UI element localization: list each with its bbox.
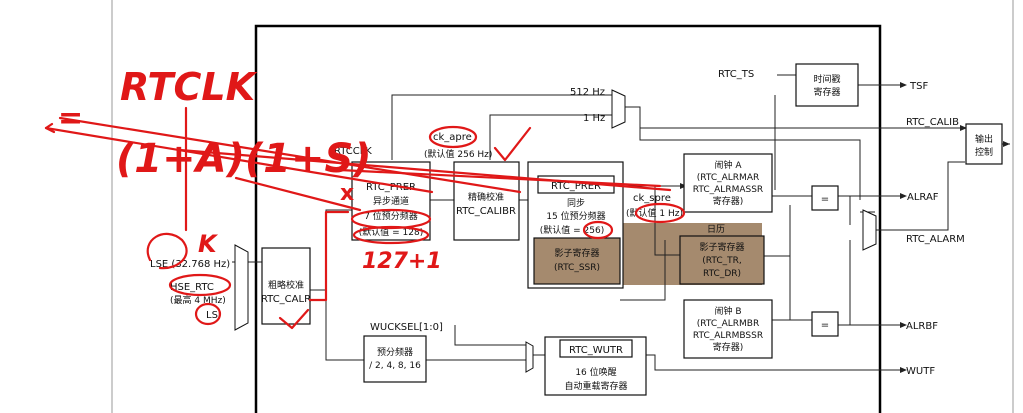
- lsi-label: LSI: [206, 310, 221, 321]
- hse-label: HSE_RTC: [170, 282, 214, 293]
- shadow-ssr-line1: 影子寄存器: [554, 247, 599, 259]
- eq-box-a: [811, 185, 839, 211]
- circle-hse: [168, 273, 232, 297]
- annotation-127-1: 127+1: [362, 249, 442, 274]
- wutf-label: WUTF: [906, 366, 935, 377]
- alarm-b-line3: RTC_ALRMBSSR: [693, 331, 763, 341]
- red-line-2: [44, 126, 434, 194]
- rtc-wutr-title-box: [559, 339, 633, 358]
- timestamp-reg-line2: 寄存器: [813, 86, 840, 98]
- shadow-ssr-line2: (RTC_SSR): [554, 263, 600, 273]
- shadow-tr-box: [679, 235, 765, 285]
- ck-spre-default: (默认值 1 Hz): [626, 207, 683, 219]
- output-ctrl-line1: 输出: [975, 133, 993, 145]
- red-line-4: [338, 168, 662, 188]
- wakeup-line2: 自动重载寄存器: [564, 380, 627, 392]
- prediv-box: [363, 335, 427, 383]
- calendar-label: 日历: [707, 224, 725, 235]
- coarse-calib-line2: RTC_CALR: [261, 294, 311, 305]
- prer-sync-line4: (默认值 = 256): [540, 224, 604, 236]
- timestamp-reg-line1: 时间戳: [813, 73, 840, 85]
- prer-async-line4: (默认值 = 128): [359, 226, 423, 238]
- mux-512hz-1hz: [611, 89, 626, 129]
- prer-async-line1: RTC_PRER: [366, 182, 416, 193]
- wucksel-label: WUCKSEL[1:0]: [370, 322, 443, 333]
- alarm-b-box: [683, 299, 773, 359]
- wakeup-line1: 16 位唤醒: [575, 366, 616, 378]
- alarm-b-line1: 闹钟 B: [714, 305, 741, 317]
- red-path-calr: [308, 210, 350, 302]
- ck-apre-default: (默认值 256 Hz): [424, 148, 492, 160]
- alraf-label: ALRAF: [907, 192, 939, 203]
- shadow-tr-line1: 影子寄存器: [699, 241, 744, 253]
- output-ctrl-box: [965, 123, 1003, 165]
- circle-256: [582, 220, 614, 240]
- prer-async-line2: 异步通道: [373, 195, 409, 207]
- rtc-calib-label: RTC_CALIB: [906, 117, 959, 128]
- wakeup-mux: [525, 341, 534, 373]
- circle-lsi: [194, 302, 222, 326]
- coarse-calib-line1: 粗略校准: [268, 279, 304, 291]
- alarm-b-line4: 寄存器): [713, 341, 744, 353]
- prer-async-line3: 7 位预分频器: [364, 210, 418, 222]
- red-line-1: [58, 116, 522, 194]
- tsf-label: TSF: [909, 81, 928, 92]
- prer-sync-line1: RTC_PRER: [551, 181, 601, 192]
- alarm-a-line4: 寄存器): [713, 195, 744, 207]
- alarm-a-box: [683, 153, 773, 213]
- alarm-b-line2: (RTC_ALRMBR: [697, 319, 759, 329]
- rtcclk-label: RTCCLK: [334, 146, 372, 157]
- circle-default128: [352, 225, 430, 245]
- wires: [232, 74, 965, 371]
- eq-b-label: =: [821, 320, 829, 331]
- output-ctrl-line2: 控制: [975, 146, 993, 158]
- coarse-calib-box: [261, 247, 311, 325]
- annotation-x: x: [340, 181, 354, 206]
- 1hz-label: 1 Hz: [583, 113, 605, 124]
- prediv-line1: 预分频器: [377, 346, 413, 358]
- red-arrowhead-left: [44, 122, 56, 134]
- prer-sync-line2: 同步: [567, 198, 585, 209]
- alarm-a-line1: 闹钟 A: [714, 159, 742, 171]
- alarm-mux: [862, 209, 877, 251]
- hse-max-label: (最高 4 MHz): [170, 294, 226, 306]
- clock-mux: [234, 244, 249, 331]
- shadow-tr-line3: RTC_DR): [703, 269, 741, 279]
- lse-label: LSE (32.768 Hz): [150, 259, 230, 270]
- circle-lse: [146, 232, 188, 270]
- circle-1hz: [634, 202, 686, 224]
- alrbf-label: ALRBF: [906, 321, 938, 332]
- eq-a-label: =: [821, 194, 829, 205]
- alarm-a-line3: RTC_ALRMASSR: [693, 185, 763, 195]
- alarm-a-line2: (RTC_ALRMAR: [697, 173, 759, 183]
- prediv-line2: / 2, 4, 8, 16: [369, 361, 421, 371]
- 512hz-label: 512 Hz: [570, 87, 605, 98]
- annotation-k: K: [198, 230, 219, 258]
- prer-sync-line3: 15 位预分频器: [546, 210, 605, 222]
- rtc-wutr-label: RTC_WUTR: [569, 345, 623, 356]
- red-check-2: [278, 308, 310, 330]
- eq-box-b: [811, 311, 839, 337]
- fine-calib-line1: 精确校准: [468, 191, 504, 203]
- rtc-ts-label: RTC_TS: [718, 69, 754, 80]
- red-line-5: [234, 176, 362, 212]
- annotation-rtclk: RTCLK: [120, 65, 258, 109]
- red-annotations: RTCLK = (1+A)(1+S) K x 127+1: [44, 65, 686, 330]
- red-check-1: [493, 126, 532, 162]
- outer-frame: [254, 24, 882, 413]
- shadow-tr-line2: (RTC_TR,: [702, 256, 741, 266]
- ck-apre-label: ck_apre: [433, 132, 472, 143]
- timestamp-box: [795, 63, 859, 107]
- ck-spre-label: ck_spre: [633, 193, 671, 204]
- shadow-ssr-box: [533, 237, 621, 285]
- rtc-alarm-label: RTC_ALARM: [906, 234, 965, 245]
- fine-calib-line2: RTC_CALIBR: [456, 206, 516, 217]
- circle-ck-apre: [428, 125, 478, 149]
